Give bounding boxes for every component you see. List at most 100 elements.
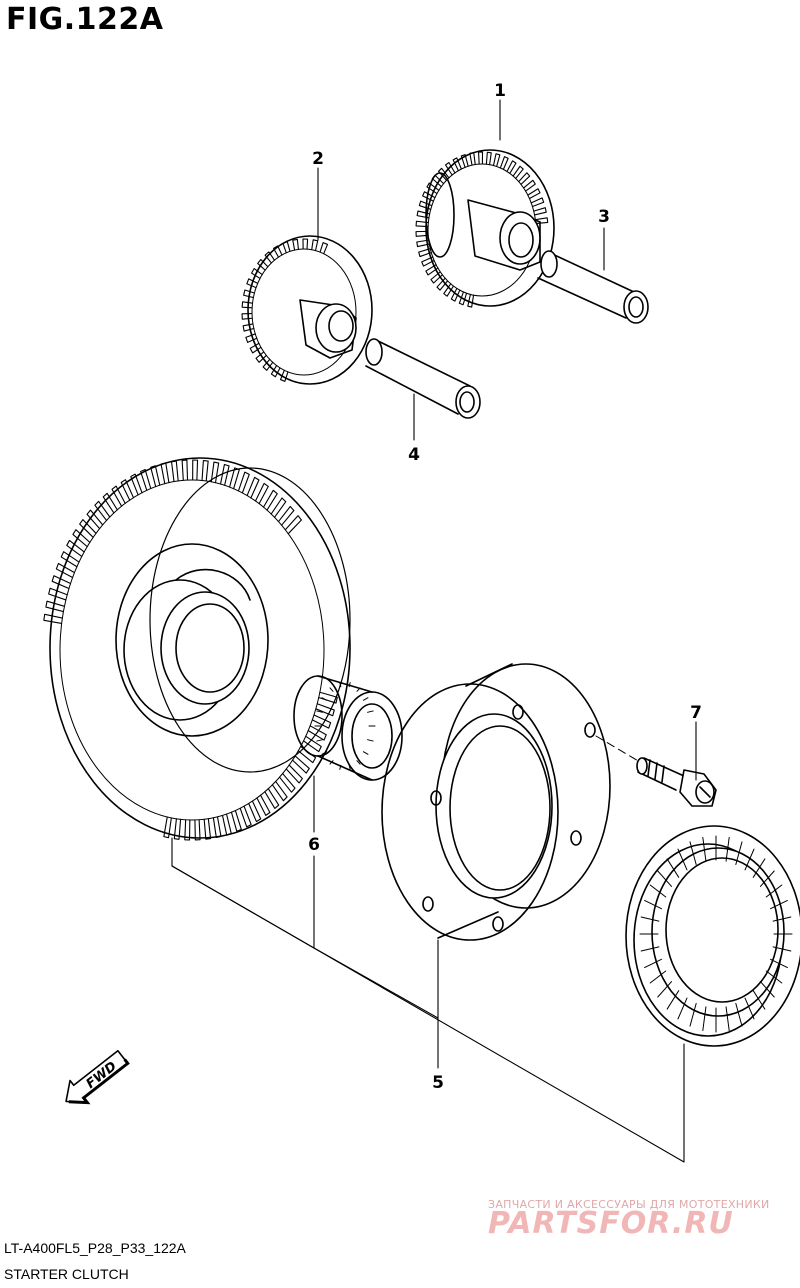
leader-lines <box>171 99 697 1163</box>
gear-tooth <box>102 492 118 514</box>
gear-tooth <box>430 271 443 284</box>
gear-tooth <box>270 365 281 378</box>
cage-roller <box>321 697 328 701</box>
gear-tooth <box>219 463 230 486</box>
gear-tooth <box>184 819 191 841</box>
cage-roller <box>759 981 775 998</box>
gear-tooth <box>506 160 517 174</box>
cage-roller <box>339 682 342 688</box>
gear-tooth <box>452 157 462 172</box>
cage-roller <box>657 981 673 998</box>
cage-roller <box>321 751 328 755</box>
cage-roller <box>752 990 766 1010</box>
gear-tooth <box>51 575 72 590</box>
gear-tooth <box>257 258 269 271</box>
gear-tooth <box>212 816 222 839</box>
callout-3: 3 <box>598 207 610 227</box>
gear-tooth <box>426 182 440 195</box>
cage-roller <box>640 916 660 922</box>
cage-roller <box>735 1003 743 1027</box>
gear-tooth <box>284 515 302 535</box>
cage-roller <box>657 870 673 887</box>
diagram-code: LT-A400FL5_P28_P33_122A <box>4 1240 186 1256</box>
diagram-name: STARTER CLUTCH <box>4 1266 129 1282</box>
cage-roller <box>367 739 374 742</box>
cage-roller <box>772 946 792 952</box>
gear-tooth <box>436 277 449 291</box>
gear-tooth <box>256 794 271 816</box>
cage-roller <box>362 751 369 755</box>
one-way-clutch[interactable] <box>625 825 800 1047</box>
cage-roller <box>640 946 660 952</box>
gear-tooth <box>277 505 295 526</box>
gear-tooth <box>469 152 476 166</box>
gear-tooth <box>210 461 220 484</box>
part-1-idle-gear[interactable] <box>415 149 555 308</box>
cage-roller <box>752 858 766 878</box>
cage-roller <box>735 841 743 865</box>
cage-roller <box>772 916 792 922</box>
gear-tooth <box>201 459 209 482</box>
cage-roller <box>329 760 334 765</box>
callout-1: 1 <box>494 81 506 101</box>
gear-tooth <box>262 358 274 371</box>
gear-tooth <box>160 462 170 485</box>
callout-2: 2 <box>312 149 324 169</box>
gear-tooth <box>230 809 242 832</box>
cage-roller <box>702 1006 707 1032</box>
gear-tooth <box>203 818 212 840</box>
gear-tooth <box>264 251 276 264</box>
gear-tooth <box>245 333 258 343</box>
cage-roller <box>339 764 342 770</box>
part-4-shaft[interactable] <box>365 338 481 419</box>
cage-roller <box>356 687 361 692</box>
callout-5: 5 <box>432 1073 444 1093</box>
cage-roller <box>689 841 697 865</box>
cage-roller <box>770 958 788 969</box>
cage-roller <box>765 884 783 898</box>
gear-tooth <box>534 217 549 225</box>
gear-tooth <box>444 161 456 176</box>
part-6-needle-bearing[interactable] <box>293 675 403 781</box>
cage-roller <box>666 990 680 1010</box>
gear-tooth <box>285 764 303 784</box>
cage-roller <box>770 899 788 910</box>
cage-roller <box>356 760 361 765</box>
gear-tooth <box>249 342 262 354</box>
gear-tooth <box>150 465 161 488</box>
gear-tooth <box>181 459 189 481</box>
gear-tooth <box>492 153 501 168</box>
gear-tooth <box>279 773 296 793</box>
gear-tooth <box>243 289 255 299</box>
gear-tooth <box>237 471 250 494</box>
gear-tooth <box>302 238 309 250</box>
gear-tooth <box>530 197 545 208</box>
cage-roller <box>744 848 755 871</box>
starter-driven-gear[interactable] <box>43 457 351 841</box>
gear-tooth <box>302 735 322 753</box>
gear-tooth <box>194 819 201 841</box>
gear-tooth <box>60 551 80 568</box>
gear-tooth <box>292 238 299 251</box>
cage-roller <box>666 858 680 878</box>
gear-tooth <box>415 230 429 237</box>
gear-tooth <box>318 691 338 704</box>
gear-tooth <box>422 191 436 202</box>
watermark-tagline: ЗАПЧАСТИ И АКСЕССУАРЫ ДЛЯ МОТОТЕХНИКИ <box>488 1198 770 1211</box>
gear-tooth <box>311 714 332 729</box>
part-5-clutch-housing[interactable] <box>381 663 611 941</box>
gear-tooth <box>533 207 547 216</box>
gear-tooth <box>467 293 475 308</box>
part-3-shaft[interactable] <box>537 250 649 324</box>
callout-7: 7 <box>690 703 702 723</box>
callout-4: 4 <box>408 445 420 465</box>
part-7-bolt[interactable] <box>636 757 717 807</box>
gear-tooth <box>271 780 288 802</box>
cage-roller <box>329 687 334 692</box>
gear-tooth <box>421 256 435 267</box>
gear-tooth <box>523 179 536 192</box>
gear-tooth <box>55 562 76 579</box>
gear-tooth <box>291 755 310 774</box>
part-2-reduction-gear[interactable] <box>241 235 373 385</box>
gear-tooth <box>282 241 291 254</box>
